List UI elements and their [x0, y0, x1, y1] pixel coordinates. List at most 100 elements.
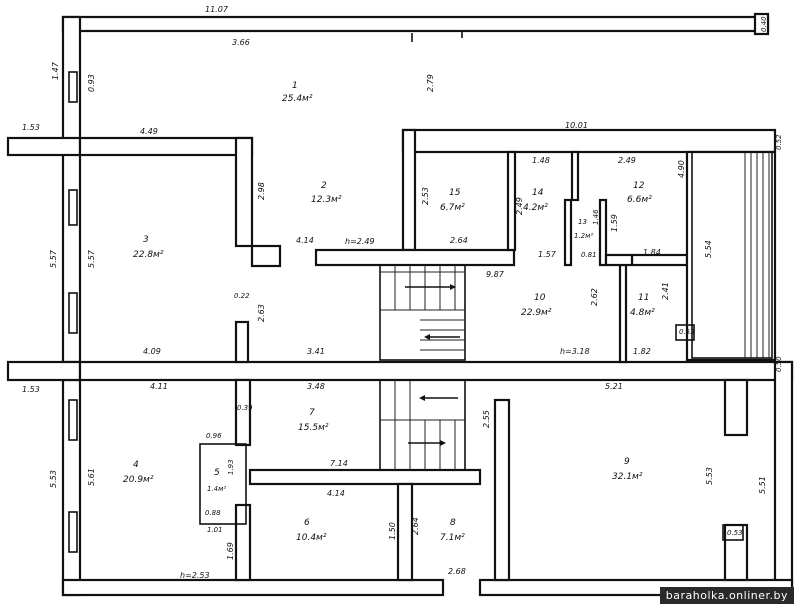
room-13-area: 1.2м²	[574, 232, 593, 240]
dim-4-49: 4.49	[140, 127, 158, 136]
room-9-no: 9	[624, 457, 630, 467]
window-1	[68, 71, 78, 103]
room-11-area: 4.8м²	[630, 308, 655, 318]
room-7-area: 15.5м²	[298, 423, 329, 433]
room-8-area: 7.1м²	[440, 533, 465, 543]
dim-4-14a: 4.14	[296, 236, 314, 245]
dim-2-62: 2.62	[590, 288, 599, 306]
dim-1-01: 1.01	[207, 526, 223, 534]
dim-2-64b: 2.64	[411, 517, 420, 535]
wall-right-stair-block	[685, 150, 777, 362]
dim-top-total: 11.07	[205, 5, 229, 14]
wall-room8-left	[396, 482, 414, 582]
dim-1-50: 1.50	[388, 522, 397, 540]
dim-4-14b: 4.14	[327, 489, 345, 498]
room-15-no: 15	[449, 188, 461, 198]
watermark-badge: baraholka.onliner.by	[659, 587, 794, 604]
wall-room12-bottom	[604, 253, 634, 267]
dim-4-09: 4.09	[143, 347, 161, 356]
dim-5-61: 5.61	[87, 468, 96, 486]
room-15-area: 6.7м²	[440, 203, 465, 213]
room-10-no: 10	[534, 293, 546, 303]
dim-2-63: 2.63	[257, 304, 266, 322]
dim-2-53a: 2.53	[421, 187, 430, 205]
wall-room13-left	[563, 198, 573, 267]
room-13-no: 13	[578, 218, 587, 226]
room-7-no: 7	[309, 408, 315, 418]
window-2	[68, 189, 78, 226]
dim-0-40: 0.40	[760, 16, 768, 32]
dim-0-53a: 0.53	[679, 328, 695, 336]
height-h3: h=2.53	[180, 571, 210, 580]
dim-5-54: 5.54	[704, 240, 713, 258]
wall-stub-room2	[250, 244, 282, 268]
room-1-area: 25.4м²	[282, 94, 313, 104]
dim-3-66: 3.66	[232, 38, 250, 47]
wall-room8-right	[493, 398, 511, 582]
room-2-area: 12.3м²	[311, 195, 342, 205]
dim-2-64a: 2.64	[450, 236, 468, 245]
dim-5-53a: 5.53	[49, 470, 58, 488]
wall-stub-room9	[723, 378, 749, 437]
room-9-area: 32.1м²	[612, 472, 643, 482]
dim-1-57: 1.57	[538, 250, 557, 259]
room-2-no: 2	[321, 181, 327, 191]
room-5-area: 1.4м²	[207, 485, 226, 493]
window-4	[68, 399, 78, 441]
dim-1-47: 1.47	[51, 61, 60, 80]
dim-0-52: 0.52	[775, 134, 783, 150]
wall-room13-right	[598, 198, 608, 267]
room-11-no: 11	[638, 293, 649, 303]
dim-2-49: 2.49	[618, 156, 636, 165]
dim-5-21: 5.21	[605, 382, 623, 391]
dim-5-57b: 5.57	[87, 249, 96, 268]
wall-room12-left	[570, 150, 580, 202]
box-0-53-lower	[722, 524, 744, 541]
dim-2-98: 2.98	[257, 182, 266, 200]
room-12-no: 12	[633, 181, 645, 191]
height-h2: h=3.18	[560, 347, 590, 356]
dim-4-11: 4.11	[150, 382, 168, 391]
dim-5-53b: 5.53	[705, 467, 714, 485]
room-8-no: 8	[450, 518, 456, 528]
box-0-53-upper	[675, 324, 695, 341]
dim-1-59: 1.59	[610, 214, 619, 232]
dim-1-53-bot: 1.53	[22, 385, 40, 394]
room-12-area: 6.6м²	[627, 195, 652, 205]
dim-2-55: 2.55	[482, 410, 491, 428]
window-3	[68, 292, 78, 334]
wall-room3-right-low	[234, 320, 250, 364]
room-4-area: 20.9м²	[123, 475, 154, 485]
dim-0-39: 0.39	[237, 404, 253, 412]
dim-1-69: 1.69	[226, 542, 235, 560]
dim-7-14: 7.14	[330, 459, 348, 468]
dim-3-41: 3.41	[307, 347, 325, 356]
stair-center-upper	[379, 264, 466, 361]
height-h1: h=2.49	[345, 237, 375, 246]
dim-1-48: 1.48	[532, 156, 550, 165]
dim-2-41: 2.41	[661, 282, 670, 300]
wall-room7-bottom	[248, 468, 482, 486]
dim-0-96: 0.96	[206, 432, 222, 440]
dim-5-57a: 5.57	[49, 249, 58, 268]
dim-5-51: 5.51	[758, 476, 767, 494]
wall-room14-left	[506, 150, 517, 252]
dim-1-53-top: 1.53	[22, 123, 40, 132]
room-3-no: 3	[143, 235, 149, 245]
dim-0-53b: 0.53	[727, 529, 743, 537]
dim-0-81: 0.81	[581, 251, 597, 259]
dim-0-88: 0.88	[205, 509, 221, 517]
room-6-area: 10.4м²	[296, 533, 327, 543]
stair-right	[691, 151, 773, 359]
window-5	[68, 511, 78, 553]
dim-2-79: 2.79	[426, 74, 435, 92]
dim-1-84: 1.84	[643, 248, 661, 257]
room-10-area: 22.9м²	[521, 308, 552, 318]
dim-9-87: 9.87	[486, 270, 505, 279]
room5-closet	[199, 443, 247, 525]
stair-center-lower	[379, 379, 466, 471]
room-14-no: 14	[532, 188, 544, 198]
dim-10-01: 10.01	[565, 121, 588, 130]
